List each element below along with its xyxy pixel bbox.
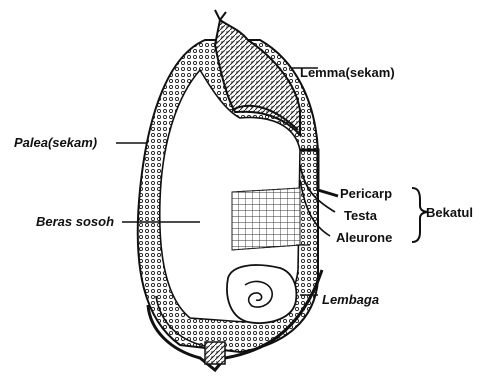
- label-bekatul: Bekatul: [426, 205, 473, 220]
- label-beras-sosoh: Beras sosoh: [36, 214, 114, 229]
- label-aleurone: Aleurone: [336, 230, 392, 245]
- label-pericarp: Pericarp: [340, 186, 392, 201]
- embryo: [227, 265, 296, 323]
- label-palea: Palea(sekam): [14, 135, 97, 150]
- label-testa: Testa: [344, 208, 378, 223]
- label-lemma: Lemma(sekam): [300, 65, 395, 80]
- aleurone-cell-grid: [232, 188, 300, 250]
- label-lembaga: Lembaga: [322, 292, 379, 307]
